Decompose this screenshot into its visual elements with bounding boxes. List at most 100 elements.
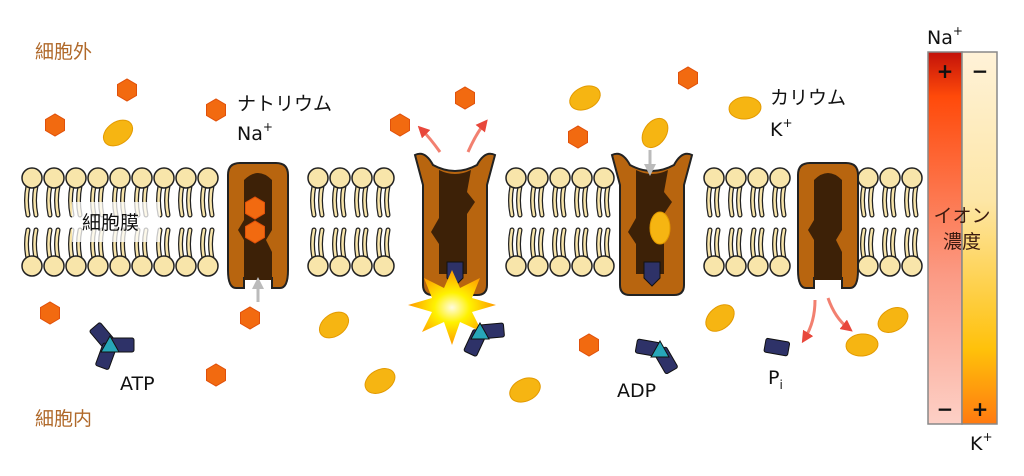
atp-label: ATP	[120, 373, 155, 395]
lipid-head	[549, 255, 571, 277]
lipid-head	[725, 255, 747, 277]
potassium-bottom-sign: +	[972, 397, 989, 421]
atp-molecule-icon	[89, 322, 135, 370]
potassium-ion-icon	[641, 117, 669, 149]
arrow-na-out-1	[417, 125, 442, 153]
lipid	[527, 167, 549, 277]
lipid-head	[197, 255, 219, 277]
phosphate-label: Pi	[768, 367, 783, 392]
phosphate-group-icon	[643, 261, 661, 287]
lipid	[879, 167, 901, 277]
potassium-ion-icon	[728, 96, 762, 120]
lipid-head	[131, 255, 153, 277]
membrane-label: 細胞膜	[82, 212, 139, 234]
lipid-head	[527, 167, 549, 189]
lipid-head	[109, 167, 131, 189]
lipid-head	[571, 167, 593, 189]
lipid-head	[21, 167, 43, 189]
lipid-head	[747, 167, 769, 189]
intracellular-label: 細胞内	[35, 408, 92, 430]
lipid-head	[329, 167, 351, 189]
gradient-top-label: Na+	[927, 24, 963, 49]
sodium-top-sign: +	[937, 59, 954, 83]
extracellular-label: 細胞外	[35, 41, 92, 63]
lipid-head	[879, 167, 901, 189]
lipid-head	[175, 255, 197, 277]
lipid-head	[769, 167, 791, 189]
lipid-head	[307, 255, 329, 277]
potassium-ion-icon	[318, 311, 350, 339]
lipid	[725, 167, 747, 277]
lipid-bilayer	[21, 167, 923, 277]
lipid	[571, 167, 593, 277]
potassium-name-label: カリウム	[770, 87, 846, 109]
lipid-head	[703, 167, 725, 189]
potassium-ion-icon	[102, 119, 134, 147]
lipid-head	[857, 167, 879, 189]
lipid-head	[571, 255, 593, 277]
lipid	[175, 167, 197, 277]
potassium-ion-icon	[649, 211, 671, 245]
adp-molecule-icon	[463, 321, 505, 357]
lipid-head	[153, 167, 175, 189]
lipid	[593, 167, 615, 277]
lipid-head	[175, 167, 197, 189]
lipid-head	[505, 255, 527, 277]
lipid-head	[43, 167, 65, 189]
potassium-ion-icon	[705, 304, 735, 332]
lipid-head	[351, 167, 373, 189]
lipid	[65, 167, 87, 277]
gradient-title-line2: 濃度	[943, 231, 981, 253]
lipid	[21, 167, 43, 277]
adenosine-center	[100, 334, 120, 353]
lipid-head	[131, 167, 153, 189]
lipid-head	[725, 167, 747, 189]
lipid	[307, 167, 329, 277]
lipid-head	[593, 167, 615, 189]
lipid-head	[879, 255, 901, 277]
adp-label: ADP	[617, 380, 656, 402]
arrow-k-release-1	[801, 299, 817, 344]
lipid-head	[373, 255, 395, 277]
lipid-head	[87, 255, 109, 277]
lipid	[373, 167, 395, 277]
lipid	[747, 167, 769, 277]
lipid-head	[703, 255, 725, 277]
adenosine-center	[470, 321, 490, 340]
lipid-head	[153, 255, 175, 277]
ion-concentration-gradient: Na+ + − − + イオン 濃度 K+	[927, 24, 998, 455]
lipid-head	[505, 167, 527, 189]
pump-state-potassium-release	[797, 162, 859, 289]
lipid-head	[65, 167, 87, 189]
potassium-symbol-label: K+	[770, 116, 793, 141]
lipid-head	[65, 255, 87, 277]
sodium-symbol-label: Na+	[237, 120, 273, 145]
sodium-ion-icon	[45, 113, 65, 137]
atp-molecules	[89, 321, 791, 375]
sodium-name-label: ナトリウム	[237, 93, 332, 115]
sodium-ion-icon	[568, 125, 588, 149]
lipid-head	[901, 167, 923, 189]
potassium-ion-icon	[509, 377, 541, 403]
lipid-head	[329, 255, 351, 277]
adp-molecule-icon	[634, 338, 678, 375]
phosphate-arm	[763, 337, 791, 357]
sodium-ion-icon	[240, 306, 260, 330]
lipid-head	[747, 255, 769, 277]
potassium-ion-icon	[569, 85, 601, 111]
lipid	[505, 167, 527, 277]
sodium-ion-icon	[678, 66, 698, 90]
lipid-head	[593, 255, 615, 277]
pump-channel	[628, 170, 672, 274]
sodium-ion-icon	[455, 86, 475, 110]
adenosine-center	[650, 339, 670, 358]
lipid	[43, 167, 65, 277]
lipid-head	[769, 255, 791, 277]
lipid-head	[87, 167, 109, 189]
lipid	[197, 167, 219, 277]
sodium-ion-icon	[206, 98, 226, 122]
transport-arrows	[252, 119, 853, 344]
lipid-head	[549, 167, 571, 189]
ions	[40, 66, 909, 403]
